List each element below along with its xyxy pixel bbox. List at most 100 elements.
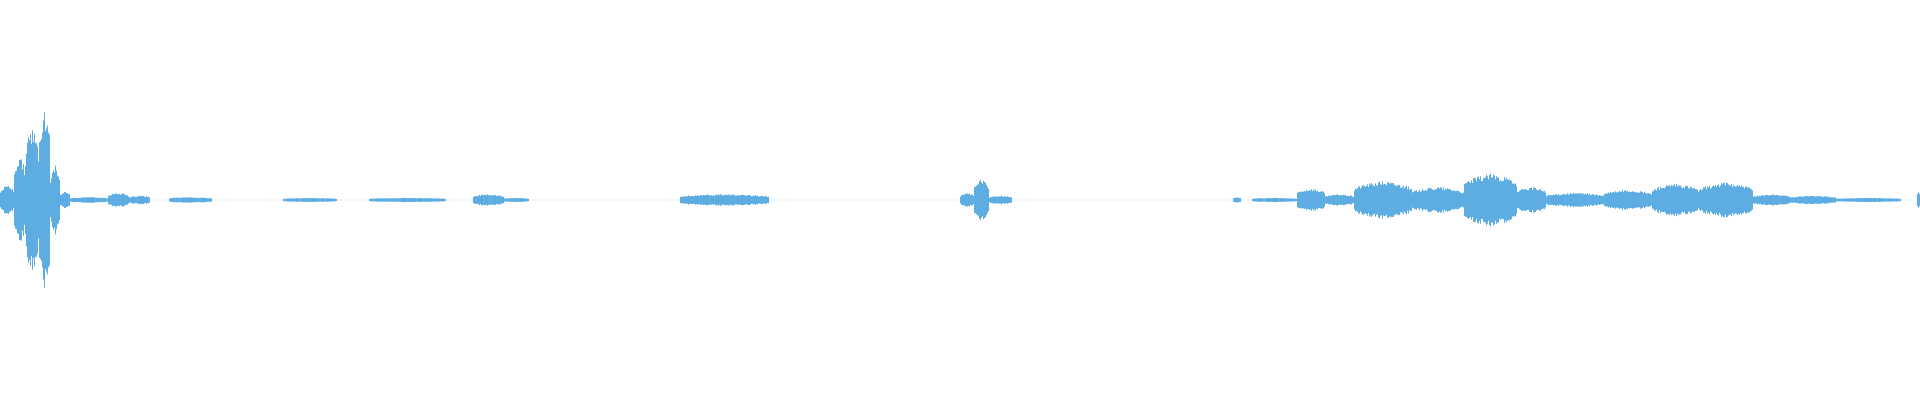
waveform-column bbox=[1674, 184, 1675, 216]
waveform-column bbox=[1620, 191, 1621, 209]
waveform-column bbox=[680, 196, 681, 204]
waveform-column bbox=[1277, 197, 1278, 203]
waveform-column bbox=[53, 170, 54, 230]
waveform-column bbox=[982, 183, 983, 217]
waveform-column bbox=[46, 128, 47, 272]
waveform-column bbox=[379, 198, 380, 202]
waveform-column bbox=[1308, 191, 1309, 209]
waveform-column bbox=[199, 197, 200, 203]
waveform-column bbox=[400, 198, 401, 202]
waveform-column bbox=[396, 198, 397, 202]
waveform-column bbox=[335, 198, 336, 202]
waveform-column bbox=[1322, 191, 1323, 209]
waveform-column bbox=[304, 198, 305, 202]
waveform-column bbox=[1759, 195, 1760, 205]
waveform-column bbox=[1857, 198, 1858, 202]
waveform-column bbox=[729, 194, 730, 206]
waveform-column bbox=[1286, 198, 1287, 202]
waveform-column bbox=[1631, 192, 1632, 208]
waveform-column bbox=[506, 198, 507, 202]
waveform-column bbox=[1692, 188, 1693, 212]
waveform-column bbox=[397, 198, 398, 202]
waveform-column bbox=[429, 198, 430, 202]
waveform-column bbox=[1281, 198, 1282, 202]
waveform-column bbox=[1730, 185, 1731, 215]
waveform-column bbox=[519, 198, 520, 202]
waveform-column bbox=[29, 140, 30, 260]
waveform-column bbox=[422, 198, 423, 202]
waveform-column bbox=[1750, 188, 1751, 212]
waveform-column bbox=[1693, 187, 1694, 213]
waveform-column bbox=[52, 172, 53, 228]
waveform-column bbox=[488, 195, 489, 205]
waveform-column bbox=[442, 198, 443, 202]
waveform-column bbox=[1305, 191, 1306, 209]
waveform-column bbox=[1878, 198, 1879, 202]
waveform-column bbox=[1372, 184, 1373, 216]
waveform-column bbox=[1885, 198, 1886, 202]
waveform-column bbox=[1337, 194, 1338, 206]
waveform-column bbox=[1339, 195, 1340, 205]
waveform-column bbox=[1682, 188, 1683, 212]
waveform-column bbox=[291, 198, 292, 202]
waveform-column bbox=[483, 195, 484, 205]
waveform-column bbox=[176, 197, 177, 203]
waveform-column bbox=[331, 198, 332, 202]
waveform-column bbox=[1545, 192, 1546, 208]
waveform-column bbox=[1734, 186, 1735, 214]
waveform-column bbox=[107, 198, 108, 202]
waveform-column bbox=[425, 198, 426, 202]
waveform-column bbox=[475, 195, 476, 205]
waveform-column bbox=[3, 189, 4, 211]
waveform-column bbox=[1851, 198, 1852, 202]
waveform-column bbox=[1397, 185, 1398, 215]
waveform-column bbox=[294, 198, 295, 202]
waveform-column bbox=[1297, 192, 1298, 208]
waveform-column bbox=[1562, 194, 1563, 206]
waveform-column bbox=[416, 198, 417, 202]
waveform-column bbox=[63, 193, 64, 207]
waveform-column bbox=[473, 196, 474, 204]
waveform-column bbox=[1677, 186, 1678, 214]
waveform-column bbox=[1836, 198, 1837, 202]
waveform-column bbox=[110, 195, 111, 205]
waveform-column bbox=[1312, 191, 1313, 209]
waveform-column bbox=[1669, 185, 1670, 215]
waveform-column bbox=[377, 198, 378, 202]
waveform-column bbox=[290, 198, 291, 202]
waveform-column bbox=[437, 198, 438, 202]
waveform-column bbox=[742, 194, 743, 206]
waveform-column bbox=[1284, 198, 1285, 202]
waveform-column bbox=[324, 198, 325, 202]
waveform-column bbox=[16, 170, 17, 230]
waveform-column bbox=[1330, 196, 1331, 204]
waveform-column bbox=[727, 195, 728, 205]
waveform-column bbox=[24, 175, 25, 225]
waveform-column bbox=[1838, 198, 1839, 202]
waveform-column bbox=[1383, 184, 1384, 216]
waveform-column bbox=[1765, 194, 1766, 206]
waveform-column bbox=[392, 198, 393, 202]
waveform-column bbox=[696, 196, 697, 204]
waveform-column bbox=[39, 142, 40, 258]
waveform-column bbox=[1546, 196, 1547, 204]
waveform-column bbox=[1272, 198, 1273, 202]
waveform-column bbox=[387, 198, 388, 202]
waveform-column bbox=[309, 198, 310, 202]
waveform-column bbox=[1451, 190, 1452, 210]
waveform-column bbox=[1467, 182, 1468, 218]
waveform-column bbox=[209, 198, 210, 202]
waveform-column bbox=[1314, 190, 1315, 210]
waveform-column bbox=[1503, 180, 1504, 220]
waveform-column bbox=[756, 195, 757, 205]
waveform-column bbox=[71, 198, 72, 202]
waveform-column bbox=[1376, 185, 1377, 215]
waveform-column bbox=[1659, 189, 1660, 211]
waveform-column bbox=[1876, 198, 1877, 202]
waveform-column bbox=[1439, 188, 1440, 212]
waveform-column bbox=[1735, 186, 1736, 214]
waveform-column bbox=[1449, 189, 1450, 211]
waveform-column bbox=[1453, 190, 1454, 210]
